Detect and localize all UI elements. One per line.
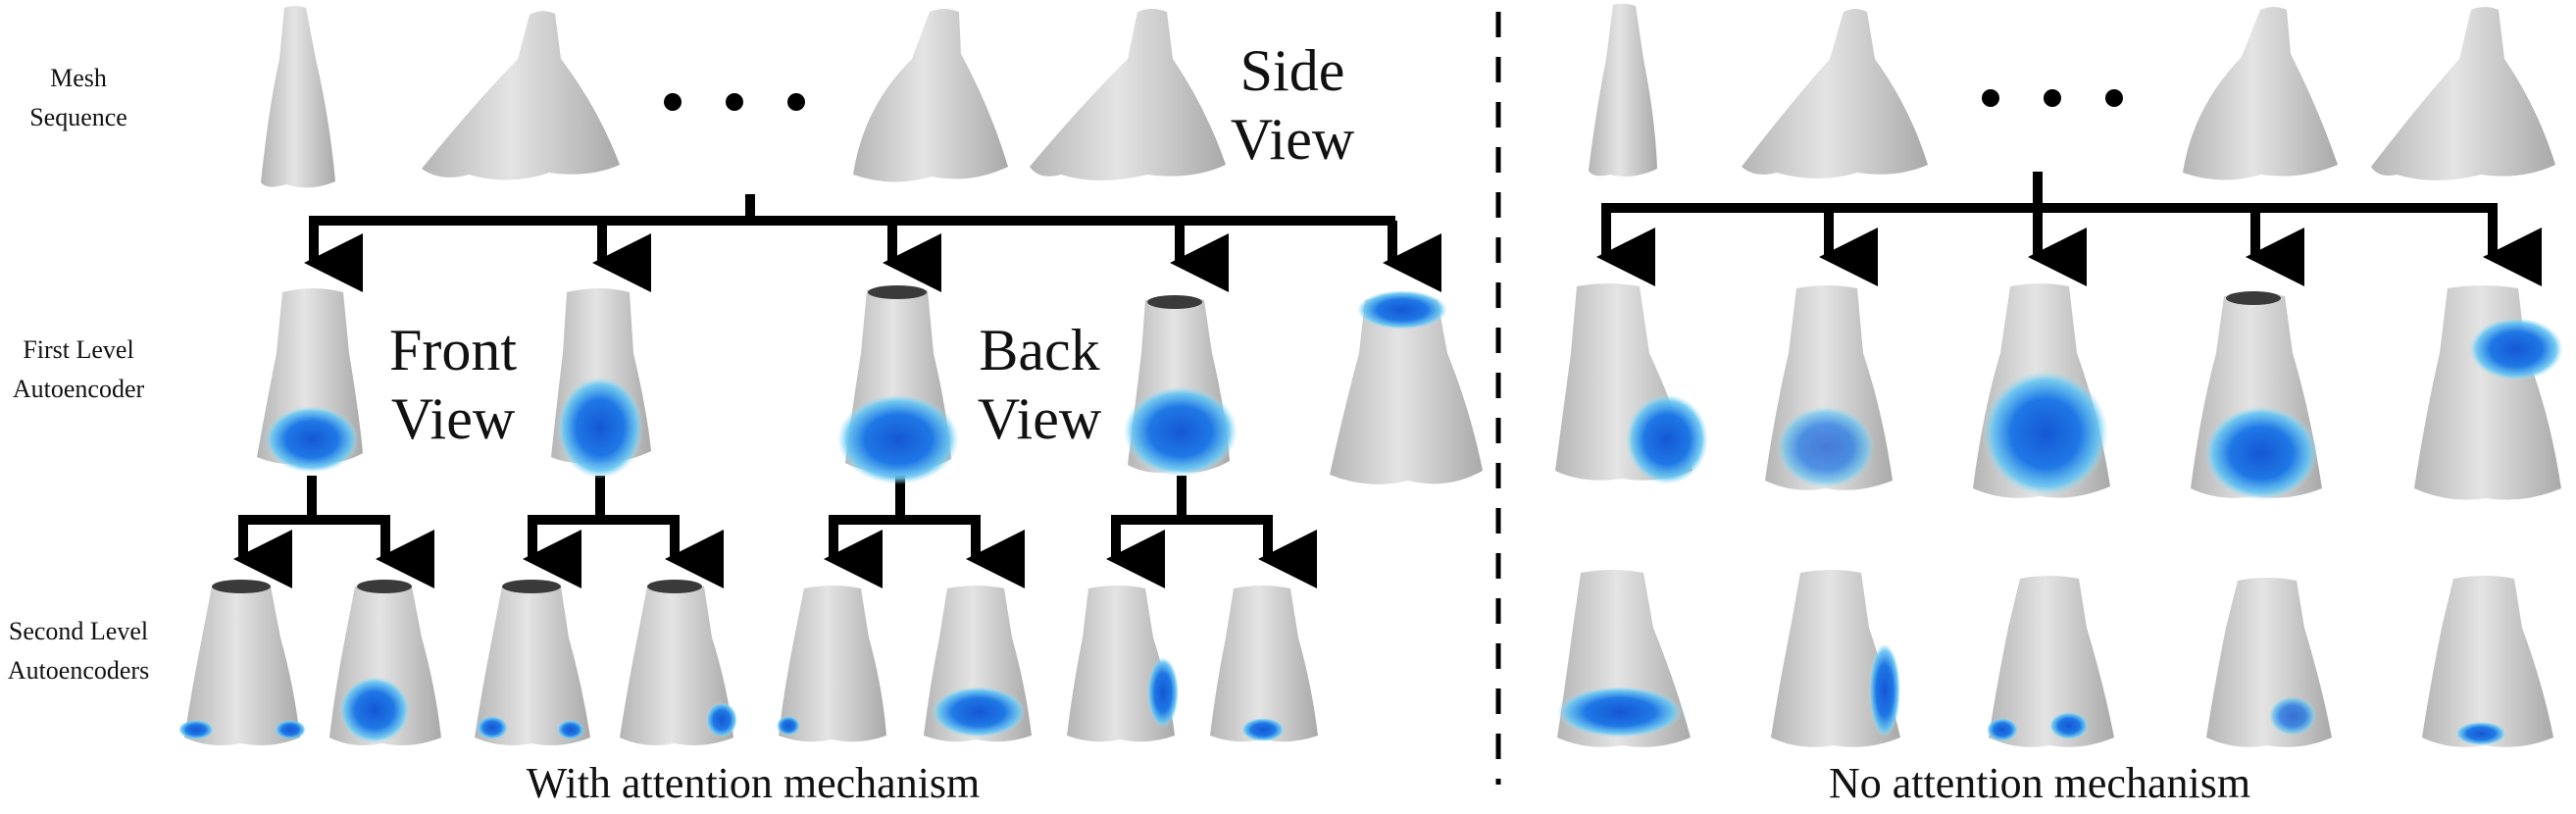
side-view-label-line2: View xyxy=(1231,107,1355,172)
first-level-right-5 xyxy=(2414,285,2563,500)
mesh-left-2 xyxy=(422,11,620,180)
ellipsis-left xyxy=(664,93,805,111)
first-level-left-1 xyxy=(257,288,363,473)
side-view-label-line1: Side xyxy=(1240,38,1345,103)
second-level-right-2 xyxy=(1771,570,1900,747)
caption-no-attention: No attention mechanism xyxy=(1829,759,2250,807)
row-label-mesh-line1: Mesh xyxy=(50,64,107,92)
mesh-left-1 xyxy=(261,6,335,188)
first-level-left-2 xyxy=(551,288,651,479)
mesh-right-1 xyxy=(1589,3,1657,178)
second-level-left-5 xyxy=(777,585,886,742)
first-level-right-4 xyxy=(2191,291,2322,500)
back-view-label-line1: Back xyxy=(979,318,1099,382)
first-level-right-2 xyxy=(1765,285,1893,490)
tree-left-top xyxy=(304,194,1441,292)
second-level-right-3 xyxy=(1987,576,2114,747)
second-level-right-4 xyxy=(2206,578,2332,747)
first-level-right-3 xyxy=(1973,283,2110,498)
second-level-left-1 xyxy=(178,580,306,745)
tree-right-top xyxy=(1596,172,2542,286)
tree-left-bottom xyxy=(233,476,1317,588)
second-level-right-5 xyxy=(2422,576,2553,747)
mesh-left-3 xyxy=(853,9,1008,182)
second-level-right-1 xyxy=(1557,570,1691,747)
second-level-left-3 xyxy=(475,580,590,745)
second-level-left-7 xyxy=(1067,585,1179,742)
front-view-label-line2: View xyxy=(391,386,516,451)
front-view-label-line1: Front xyxy=(389,318,517,382)
mesh-right-3 xyxy=(2183,7,2338,180)
mesh-left-4 xyxy=(1030,9,1226,180)
first-level-left-4 xyxy=(1124,295,1237,477)
second-level-left-8 xyxy=(1210,585,1318,742)
row-label-mesh-line2: Sequence xyxy=(29,103,127,131)
first-level-left-3 xyxy=(837,285,959,484)
row-label-first-line1: First Level xyxy=(23,335,133,364)
second-level-left-2 xyxy=(329,580,441,745)
row-label-second-line1: Second Level xyxy=(9,617,148,645)
mesh-right-4 xyxy=(2371,7,2555,180)
first-level-left-5 xyxy=(1330,290,1483,484)
row-label-first-line2: Autoencoder xyxy=(13,375,145,403)
mesh-right-2 xyxy=(1742,9,1928,178)
second-level-left-4 xyxy=(620,580,737,745)
first-level-right-1 xyxy=(1555,283,1708,484)
second-level-left-6 xyxy=(924,585,1032,742)
back-view-label-line2: View xyxy=(978,386,1102,451)
row-label-second-line2: Autoencoders xyxy=(8,656,149,685)
caption-with-attention: With attention mechanism xyxy=(527,759,981,807)
ellipsis-right xyxy=(1982,89,2123,107)
